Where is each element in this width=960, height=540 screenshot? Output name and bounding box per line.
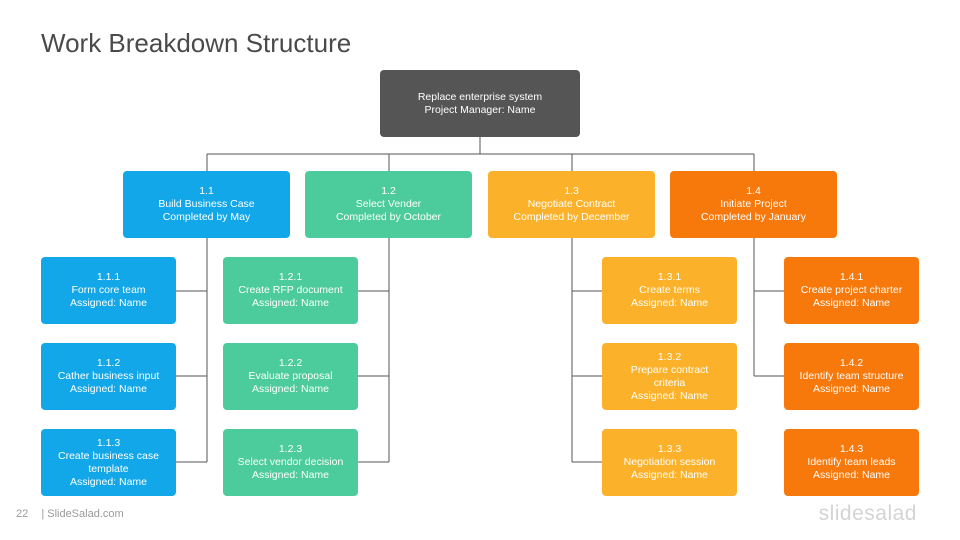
slide-title: Work Breakdown Structure	[41, 28, 352, 58]
node-task: Evaluate proposal	[248, 370, 333, 382]
node-assigned: Assigned: Name	[69, 297, 148, 309]
node-id: 1.3	[564, 185, 579, 197]
node-assigned: Assigned: Name	[251, 297, 330, 309]
node-1-1-2: 1.1.2 Cather business input Assigned: Na…	[41, 343, 176, 410]
node-1-1-3: 1.1.3 Create business case template Assi…	[41, 429, 176, 496]
node-1-2-1: 1.2.1 Create RFP document Assigned: Name	[223, 257, 358, 324]
node-1-2: 1.2 Select Vender Completed by October	[305, 171, 472, 238]
node-id: 1.2.2	[278, 357, 303, 369]
node-assigned: Assigned: Name	[630, 389, 709, 402]
node-id: 1.1.3	[96, 436, 121, 449]
footer-site: | SlideSalad.com	[41, 508, 124, 520]
node-assigned: Assigned: Name	[69, 383, 148, 395]
node-1-4-3: 1.4.3 Identify team leads Assigned: Name	[784, 429, 919, 496]
node-assigned: Assigned: Name	[69, 475, 148, 488]
node-assigned: Assigned: Name	[630, 297, 709, 309]
node-1-1-1: 1.1.1 Form core team Assigned: Name	[41, 257, 176, 324]
node-task: Create terms	[639, 284, 700, 296]
node-task: Create business case	[58, 449, 159, 462]
node-name: Select Vender	[355, 198, 422, 210]
node-id: 1.4.2	[839, 357, 864, 369]
node-1-1: 1.1 Build Business Case Completed by May	[123, 171, 290, 238]
node-task: Form core team	[71, 284, 146, 296]
node-name: Build Business Case	[158, 198, 255, 210]
node-1-3: 1.3 Negotiate Contract Completed by Dece…	[488, 171, 655, 238]
node-task: Create project charter	[800, 284, 903, 296]
node-id: 1.4.3	[839, 443, 864, 455]
node-task: Negotiation session	[623, 456, 716, 468]
node-1-3-1: 1.3.1 Create terms Assigned: Name	[602, 257, 737, 324]
root-manager: Project Manager: Name	[424, 103, 536, 116]
node-task: Cather business input	[57, 370, 160, 382]
node-1-2-2: 1.2.2 Evaluate proposal Assigned: Name	[223, 343, 358, 410]
node-id: 1.2.3	[278, 443, 303, 455]
node-due: Completed by May	[162, 211, 251, 223]
node-id: 1.4	[746, 185, 761, 197]
node-assigned: Assigned: Name	[630, 469, 709, 481]
node-assigned: Assigned: Name	[812, 297, 891, 309]
slide-footer: 22 | SlideSalad.com	[16, 508, 124, 520]
node-due: Completed by January	[700, 211, 807, 223]
node-task: Create RFP document	[238, 284, 343, 296]
node-assigned: Assigned: Name	[812, 383, 891, 395]
node-id: 1.1	[199, 185, 214, 197]
node-task-line2: criteria	[653, 376, 686, 389]
node-1-3-3: 1.3.3 Negotiation session Assigned: Name	[602, 429, 737, 496]
node-id: 1.4.1	[839, 271, 864, 283]
node-due: Completed by October	[335, 211, 442, 223]
node-1-4-2: 1.4.2 Identify team structure Assigned: …	[784, 343, 919, 410]
node-task: Prepare contract	[630, 363, 709, 376]
node-assigned: Assigned: Name	[251, 383, 330, 395]
node-id: 1.2.1	[278, 271, 303, 283]
node-task-line2: template	[88, 462, 129, 475]
brand-logo: slidesalad	[818, 502, 917, 525]
node-due: Completed by December	[513, 211, 630, 223]
node-id: 1.3.3	[657, 443, 682, 455]
node-name: Negotiate Contract	[527, 198, 616, 210]
page-number: 22	[16, 508, 29, 520]
node-assigned: Assigned: Name	[812, 469, 891, 481]
root-node: Replace enterprise system Project Manage…	[380, 70, 580, 137]
node-task: Identify team leads	[807, 456, 896, 468]
node-name: Initiate Project	[720, 198, 787, 210]
node-1-3-2: 1.3.2 Prepare contract criteria Assigned…	[602, 343, 737, 410]
node-task: Select vendor decision	[237, 456, 344, 468]
root-title: Replace enterprise system	[417, 90, 543, 103]
node-assigned: Assigned: Name	[251, 469, 330, 481]
node-1-4-1: 1.4.1 Create project charter Assigned: N…	[784, 257, 919, 324]
node-task: Identify team structure	[799, 370, 904, 382]
node-1-4: 1.4 Initiate Project Completed by Januar…	[670, 171, 837, 238]
node-id: 1.3.1	[657, 271, 682, 283]
node-id: 1.2	[381, 185, 396, 197]
node-id: 1.1.1	[96, 271, 121, 283]
node-id: 1.1.2	[96, 357, 121, 369]
node-1-2-3: 1.2.3 Select vendor decision Assigned: N…	[223, 429, 358, 496]
node-id: 1.3.2	[657, 350, 682, 363]
